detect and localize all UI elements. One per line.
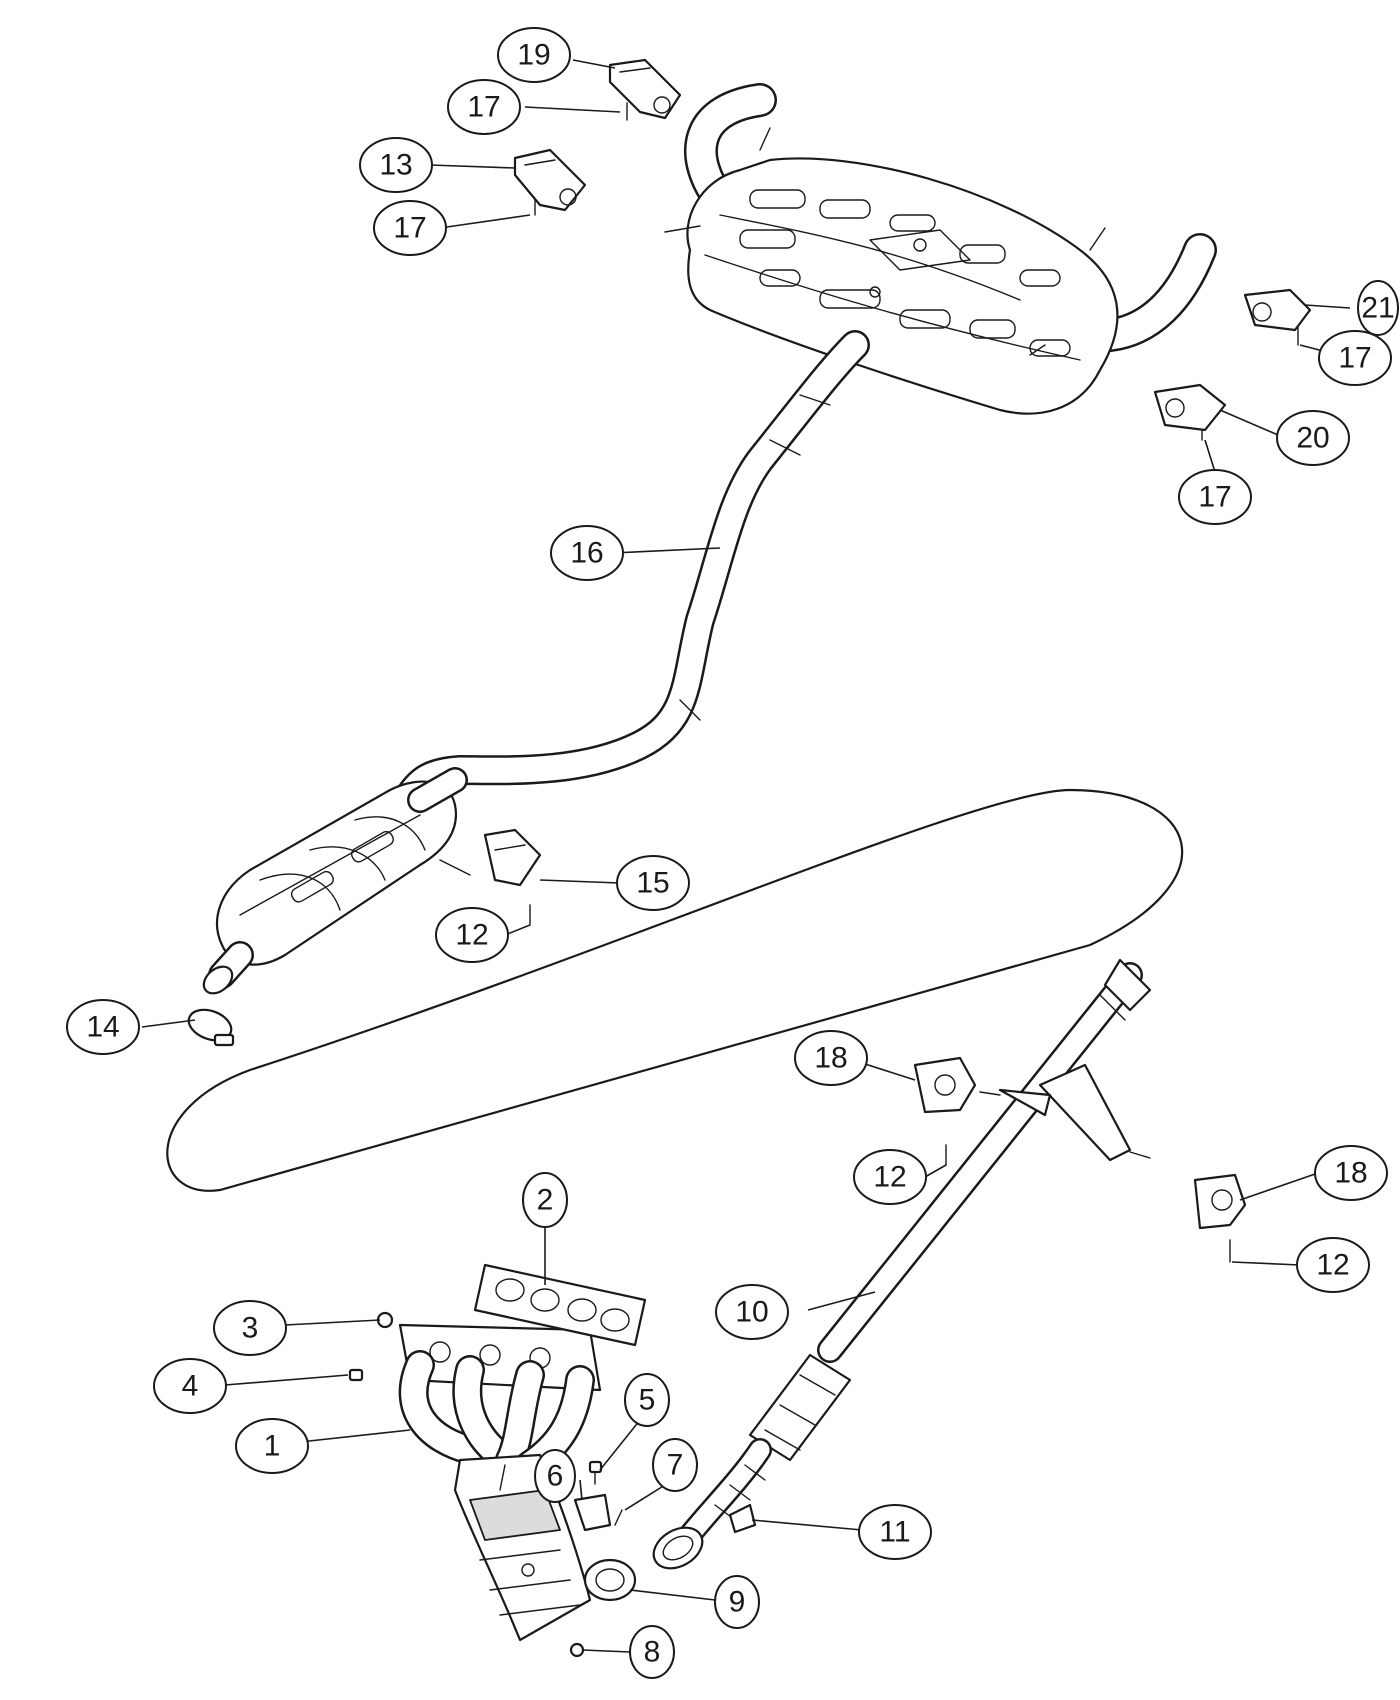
callout-label-14: 14: [86, 1011, 119, 1044]
callout-label-11: 11: [879, 1516, 910, 1549]
isolator-18-left: [913, 1056, 977, 1114]
callout-7: 7: [652, 1438, 698, 1492]
callout-17-a: 17: [447, 79, 521, 135]
callout-1: 1: [235, 1418, 309, 1474]
callout-11: 11: [858, 1504, 932, 1560]
callout-17-c: 17: [1318, 330, 1392, 386]
callout-label-21: 21: [1361, 292, 1394, 325]
callout-12-c: 12: [1296, 1237, 1370, 1293]
callout-17-d: 17: [1178, 469, 1252, 525]
isolator-20: [1153, 383, 1227, 432]
callout-2: 2: [522, 1172, 568, 1228]
isolator-15: [483, 828, 542, 887]
callout-label-12-c: 12: [1316, 1249, 1349, 1282]
isolator-13: [513, 148, 587, 212]
callout-label-12-a: 12: [455, 919, 488, 952]
resonator: [202, 767, 471, 995]
grouping-loop: [166, 788, 1184, 1192]
rear-muffler: [664, 83, 1217, 415]
callout-label-17-c: 17: [1338, 342, 1371, 375]
front-pipe: [652, 958, 1152, 1570]
callout-label-7: 7: [667, 1449, 684, 1482]
callout-label-12-b: 12: [873, 1161, 906, 1194]
callout-label-10: 10: [735, 1296, 768, 1329]
callout-17-b: 17: [373, 200, 447, 256]
isolator-21: [1243, 288, 1312, 332]
clamp-11: [728, 1503, 757, 1534]
callout-6: 6: [534, 1449, 576, 1503]
callout-14: 14: [66, 999, 140, 1055]
callout-3: 3: [213, 1300, 287, 1356]
callout-21: 21: [1357, 280, 1399, 336]
callout-label-18-a: 18: [814, 1042, 847, 1075]
callout-12-a: 12: [435, 907, 509, 963]
callout-label-13: 13: [379, 149, 412, 182]
callout-label-15: 15: [636, 867, 669, 900]
isolator-18-right: [1193, 1173, 1247, 1230]
callout-label-17-b: 17: [393, 212, 426, 245]
callout-15: 15: [616, 855, 690, 911]
callout-10: 10: [715, 1284, 789, 1340]
callout-20: 20: [1276, 410, 1350, 466]
intermediate-pipe: [395, 330, 870, 810]
callout-18-a: 18: [794, 1030, 868, 1086]
callout-label-2: 2: [537, 1184, 554, 1217]
manifold-gasket: [473, 1263, 647, 1347]
callout-label-19: 19: [517, 39, 550, 72]
isolator-19: [608, 58, 682, 120]
callout-label-1: 1: [264, 1430, 281, 1463]
fasteners: [348, 102, 1299, 1658]
leader-lines: [141, 59, 1351, 1653]
callout-18-b: 18: [1314, 1145, 1388, 1201]
callout-4: 4: [153, 1358, 227, 1414]
callout-label-5: 5: [639, 1384, 656, 1417]
callout-label-4: 4: [182, 1370, 199, 1403]
callout-12-b: 12: [853, 1149, 927, 1205]
callout-label-16: 16: [570, 537, 603, 570]
callout-8: 8: [629, 1625, 675, 1679]
callout-13: 13: [359, 137, 433, 193]
clamp-14: [187, 1008, 235, 1047]
callout-label-9: 9: [729, 1586, 746, 1619]
callout-label-8: 8: [644, 1636, 661, 1669]
callout-label-3: 3: [242, 1312, 259, 1345]
callout-label-17-d: 17: [1198, 481, 1231, 514]
callout-16: 16: [550, 525, 624, 581]
callout-label-6: 6: [547, 1460, 564, 1493]
callout-label-17-a: 17: [467, 91, 500, 124]
callout-5: 5: [624, 1373, 670, 1427]
callout-9: 9: [714, 1575, 760, 1629]
callout-19: 19: [497, 27, 571, 83]
exhaust-manifold: [398, 1323, 602, 1642]
callout-label-20: 20: [1296, 422, 1329, 455]
callout-label-18-b: 18: [1334, 1157, 1367, 1190]
